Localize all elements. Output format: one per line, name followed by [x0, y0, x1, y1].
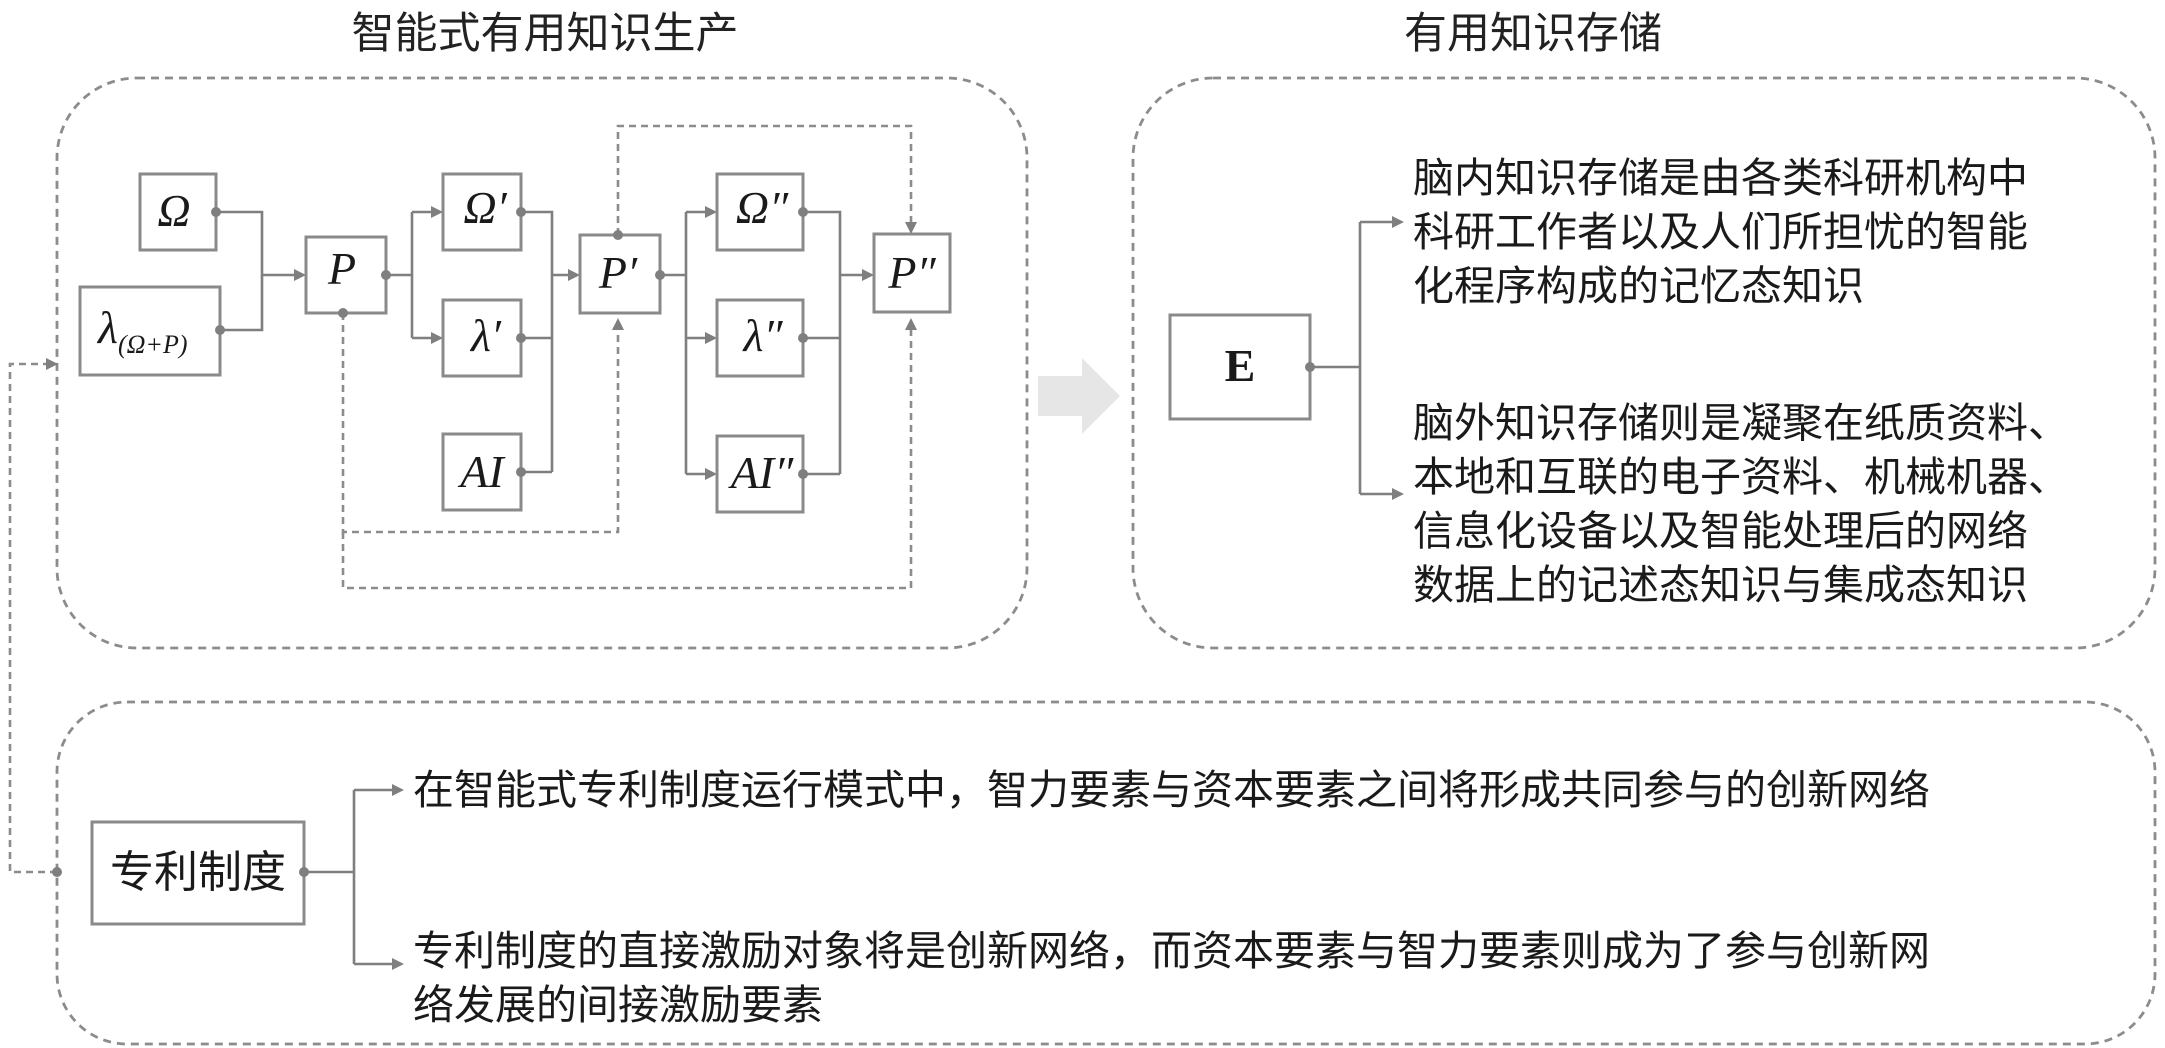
production-connections: [216, 206, 874, 480]
node-lambda-prime-label: λ′: [469, 310, 502, 361]
storage-text-2-line-1: 脑外知识存储则是凝聚在纸质资料、: [1413, 400, 2069, 446]
node-lambda: λ(Ω+P): [78, 285, 222, 377]
node-lambda-double-prime-label: λ″: [741, 310, 783, 361]
node-p-prime: P′: [578, 233, 662, 315]
patent-text-1-line-1: 在智能式专利制度运行模式中，智力要素与资本要素之间将形成共同参与的创新网络: [413, 767, 1930, 813]
node-omega-double-prime: Ω″: [715, 172, 805, 252]
node-p-double-prime: P″: [872, 232, 952, 314]
storage-text-2-line-4: 数据上的记述态知识与集成态知识: [1413, 562, 2028, 608]
feedback-dashed-loop: [8, 358, 62, 877]
node-ai: AI: [441, 432, 523, 512]
node-lambda-double-prime: λ″: [715, 298, 805, 378]
node-lambda-prime: λ′: [441, 298, 523, 378]
big-arrow-icon: [1038, 358, 1120, 434]
node-ai-label: AI: [457, 446, 506, 497]
storage-connections: [1305, 216, 1404, 500]
storage-text-1-line-1: 脑内知识存储是由各类科研机构中: [1413, 155, 2028, 201]
node-e-label: E: [1225, 340, 1256, 391]
node-omega-prime-label: Ω′: [463, 182, 507, 233]
patent-connections: [299, 784, 404, 970]
storage-text-1: 脑内知识存储是由各类科研机构中 科研工作者以及人们所担忧的智能 化程序构成的记忆…: [1413, 155, 2028, 309]
storage-panel: [1131, 76, 2157, 650]
production-panel: [55, 76, 1029, 650]
node-patent-system: 专利制度: [90, 820, 306, 926]
node-e: E: [1168, 313, 1312, 421]
node-p-double-prime-label: P″: [887, 247, 936, 298]
production-dashed-connections: [341, 124, 917, 590]
patent-text-2-line-2: 络发展的间接激励要素: [413, 982, 823, 1028]
storage-panel-title: 有用知识存储: [1404, 11, 1662, 58]
node-omega-prime: Ω′: [441, 172, 523, 252]
production-panel-title: 智能式有用知识生产: [352, 11, 739, 58]
node-p: P: [304, 235, 388, 315]
node-p-label: P: [327, 243, 356, 294]
node-ai-double-prime-label: AI″: [728, 447, 794, 498]
node-omega-double-prime-label: Ω″: [736, 182, 789, 233]
storage-text-1-line-2: 科研工作者以及人们所担忧的智能: [1413, 209, 2028, 255]
node-lambda-subscript: (Ω+P): [118, 330, 188, 359]
node-lambda-label: λ(Ω+P): [96, 302, 187, 359]
production-connector-dots: [211, 207, 808, 479]
node-omega-label: Ω: [157, 185, 190, 236]
storage-text-1-line-3: 化程序构成的记忆态知识: [1413, 263, 1864, 309]
storage-text-2-line-2: 本地和互联的电子资料、机械机器、: [1413, 454, 2069, 500]
patent-text-2: 专利制度的直接激励对象将是创新网络，而资本要素与智力要素则成为了参与创新网 络发…: [413, 928, 1930, 1028]
patent-text-1: 在智能式专利制度运行模式中，智力要素与资本要素之间将形成共同参与的创新网络: [413, 767, 1930, 813]
node-p-prime-label: P′: [598, 247, 638, 298]
storage-text-2: 脑外知识存储则是凝聚在纸质资料、 本地和互联的电子资料、机械机器、 信息化设备以…: [1413, 400, 2069, 608]
node-ai-double-prime: AI″: [715, 434, 805, 514]
patent-text-2-line-1: 专利制度的直接激励对象将是创新网络，而资本要素与智力要素则成为了参与创新网: [413, 928, 1930, 974]
node-patent-system-label: 专利制度: [110, 848, 286, 897]
patent-panel: [55, 700, 2157, 1046]
storage-text-2-line-3: 信息化设备以及智能处理后的网络: [1413, 508, 2028, 554]
node-omega: Ω: [138, 172, 218, 252]
